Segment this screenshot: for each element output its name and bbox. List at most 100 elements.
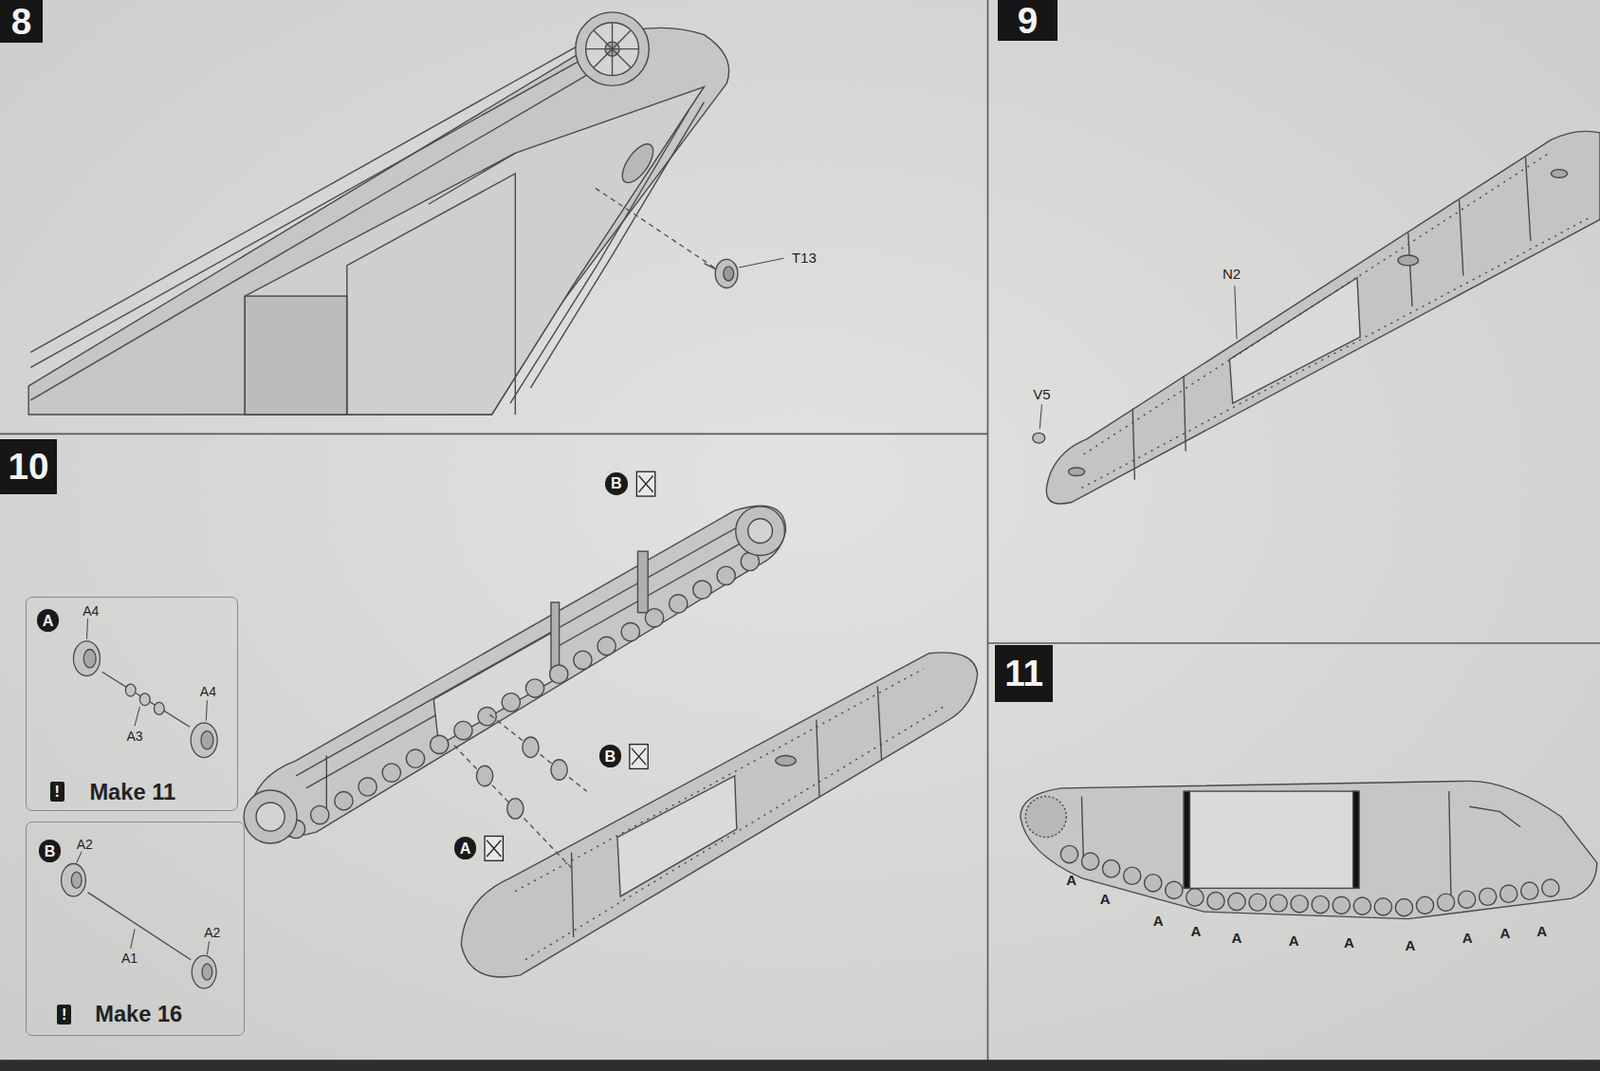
step10-hull-and-plate: [637, 551, 648, 613]
step9-side-plate: [1032, 130, 1600, 504]
part-number: A3: [126, 728, 143, 744]
subassembly-letter: A: [1153, 912, 1164, 929]
inset-parts: [83, 649, 96, 668]
subassembly-letter: A: [1066, 871, 1077, 888]
step10-hull-and-plate: [295, 525, 740, 776]
step10-hull-and-plate: [514, 668, 923, 892]
track-tooth: [717, 566, 736, 585]
road-wheel: [1081, 852, 1099, 870]
inset-parts: [73, 641, 100, 677]
step11-hull-side: [1025, 795, 1067, 837]
road-wheel: [1060, 845, 1078, 863]
inset-parts: [191, 955, 217, 988]
node-text: 8: [11, 0, 33, 43]
step11-hull-side: [1020, 780, 1598, 919]
step10-hull-and-plate: [507, 798, 524, 820]
road-wheel: [1144, 874, 1162, 892]
node-text: B: [605, 747, 617, 766]
step8-hull-horn: [591, 185, 715, 268]
step8-hull-horn: [244, 295, 348, 415]
track-tooth: [573, 650, 592, 669]
step10-hull-and-plate: [306, 537, 751, 789]
step-number: 10: [0, 439, 57, 495]
step9-side-plate: [1067, 467, 1085, 477]
track-tooth: [525, 679, 544, 698]
step10-hull-and-plate: [816, 719, 820, 797]
inset-parts: [190, 722, 218, 758]
road-wheel: [1521, 882, 1539, 900]
track-tooth: [358, 777, 377, 796]
track-tooth: [334, 791, 353, 810]
road-wheel: [1374, 898, 1392, 916]
track-tooth: [311, 805, 330, 824]
node-text: A: [42, 611, 55, 630]
panel-dividers: [987, 642, 1600, 644]
track-tooth: [430, 735, 449, 754]
step8-hull-horn: [586, 22, 640, 76]
step8-hull-horn: [347, 173, 516, 415]
inset-parts: [76, 851, 82, 864]
step9-side-plate: [1234, 285, 1237, 339]
track-tooth: [454, 720, 473, 739]
step9-side-plate: [1397, 255, 1419, 266]
step8-hull-horn: [428, 152, 515, 204]
step-number: 8: [0, 0, 43, 43]
step9-side-plate: [1408, 232, 1413, 306]
step9-side-plate: [1046, 130, 1600, 504]
subassembly-letter: A: [1404, 937, 1416, 954]
no-glue-icon: [629, 744, 648, 770]
step10-hull-and-plate: [243, 790, 297, 844]
step10-hull-and-plate: [571, 852, 574, 938]
step9-side-plate: [1183, 375, 1186, 452]
step9-side-plate: [1550, 169, 1567, 179]
step11-hull-side: [1188, 790, 1358, 888]
step-number: 9: [997, 0, 1057, 41]
no-glue-icon: [636, 471, 655, 497]
road-wheel: [1416, 896, 1434, 914]
subassembly-letter: A: [1288, 931, 1300, 948]
step8-hull-horn: [715, 258, 738, 288]
node-text: B: [44, 842, 56, 861]
road-wheels: [1060, 845, 1560, 916]
step8-hull-horn: [593, 30, 631, 68]
step8-hull-horn: [738, 257, 784, 268]
road-wheel: [1479, 887, 1497, 905]
part-number: A4: [200, 683, 217, 699]
subassembly-callout: A: [454, 836, 478, 860]
inset-parts: [134, 706, 140, 726]
step9-side-plate: [1525, 157, 1530, 241]
road-wheel: [1103, 860, 1121, 878]
road-wheel: [1228, 892, 1246, 910]
step9-side-plate: [1081, 216, 1592, 488]
subassembly-letter: A: [1232, 928, 1243, 945]
step11-hull-side: [1183, 790, 1190, 888]
node-text: A: [459, 839, 472, 858]
step11-hull-side: [1449, 790, 1452, 899]
quantity-note: Make 11: [89, 778, 176, 805]
road-wheel: [1311, 895, 1329, 913]
road-wheel: [1186, 888, 1204, 906]
node-text: !: [54, 782, 59, 801]
no-glue-icon: [631, 748, 646, 765]
step10-hull-and-plate: [877, 685, 882, 761]
track-tooth: [550, 664, 569, 683]
node-text: 11: [1004, 652, 1044, 695]
road-wheel: [1457, 890, 1475, 908]
step8-hull-horn: [244, 86, 704, 414]
inset-parts: [71, 871, 82, 888]
subassembly-letter: A: [1191, 922, 1202, 939]
subassembly-letter: A: [1462, 928, 1473, 945]
step10-hull-and-plate: [551, 759, 568, 781]
road-wheel: [1500, 884, 1518, 902]
step8-hull-horn: [28, 27, 729, 415]
subassembly-letter: A: [36, 608, 60, 632]
step8-hull-horn: [510, 110, 689, 404]
subassembly-box: A4A4A3Make 11A!: [25, 596, 239, 811]
track-tooth: [644, 608, 663, 627]
inset-parts: [102, 671, 191, 727]
track-tooth: [501, 693, 520, 712]
part-number: A4: [82, 603, 99, 619]
node-text: !: [61, 1005, 67, 1024]
step8-hull-horn: [723, 266, 735, 281]
step8-hull-horn: [593, 30, 631, 68]
